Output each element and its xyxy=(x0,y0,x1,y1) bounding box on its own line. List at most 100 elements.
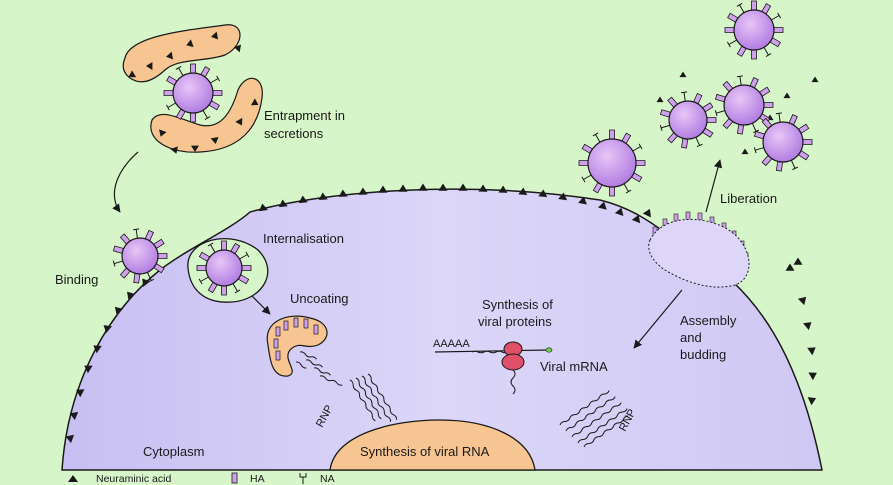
label-synthesis-proteins-1: Synthesis of xyxy=(482,297,553,312)
ribosome-large-icon xyxy=(501,353,525,371)
label-internalisation: Internalisation xyxy=(263,231,344,246)
label-viral-mrna: Viral mRNA xyxy=(540,359,608,374)
label-liberation: Liberation xyxy=(720,191,777,206)
neuraminic-acid-icon xyxy=(597,201,607,210)
legend-neuraminic-acid: Neuraminic acid xyxy=(96,473,171,485)
legend-ha: HA xyxy=(250,473,265,485)
neuraminic-acid-icon xyxy=(518,187,528,196)
rnp-strand xyxy=(355,377,382,420)
neuraminic-acid-icon xyxy=(68,475,78,482)
label-aaaaa: AAAAA xyxy=(433,338,470,350)
neuraminic-acid-icon xyxy=(642,208,651,218)
neuraminic-acid-icon xyxy=(278,199,288,208)
rnp-strand xyxy=(577,408,628,444)
rnp-strand xyxy=(313,367,331,376)
virions xyxy=(112,0,813,296)
na-spike-icon xyxy=(299,473,307,484)
neuraminic-acid-icon xyxy=(258,203,268,212)
mrna-cap-icon xyxy=(545,347,553,353)
rnp-strand xyxy=(299,351,317,360)
arrow-entrapment-to-binding xyxy=(112,151,139,213)
mucus-neuraminic-acid xyxy=(128,31,259,154)
virion-binding xyxy=(112,228,168,284)
mucus-blob-bottom xyxy=(150,77,263,153)
label-entrapment-2: secretions xyxy=(264,126,324,141)
neuraminic-acid-icon xyxy=(797,296,807,306)
neuraminic-acid-icon xyxy=(84,365,93,374)
neuraminic-acid-icon xyxy=(478,184,488,192)
virion-free-left xyxy=(578,129,646,197)
neuraminic-acid-icon xyxy=(318,192,328,201)
label-binding: Binding xyxy=(55,272,98,287)
label-assembly-3: budding xyxy=(680,347,726,362)
arrow-internalisation-to-uncoating xyxy=(251,295,271,315)
neuraminic-acid-icon xyxy=(741,148,749,155)
rnp-strand xyxy=(349,379,376,422)
neuraminic-acid-icon xyxy=(166,51,174,60)
neuraminic-acid-icon xyxy=(807,347,816,356)
rnp-strand xyxy=(471,350,509,354)
neuraminic-acid-icon xyxy=(807,397,817,406)
viral-mrna-strand xyxy=(434,349,549,353)
neuraminic-acid-icon xyxy=(114,306,124,316)
arrow-liberation xyxy=(705,159,723,213)
rnp-strand xyxy=(583,415,629,448)
neuraminic-acid-icon xyxy=(811,76,819,83)
rnp-strand xyxy=(559,390,610,426)
neuraminic-acid-icon xyxy=(146,62,153,70)
rnp-strand xyxy=(295,361,307,369)
neuraminic-acid-icon xyxy=(398,184,408,192)
neuraminic-acid-icon xyxy=(126,291,136,301)
neuraminic-acid-icon xyxy=(65,434,75,444)
neuraminic-acid-icon xyxy=(558,192,568,201)
neuraminic-acid-icon xyxy=(614,207,624,216)
neuraminic-acid-icon xyxy=(128,70,137,78)
label-uncoating: Uncoating xyxy=(290,291,349,306)
neuraminic-acid-icon xyxy=(250,98,259,106)
neuraminic-acid-icon xyxy=(631,214,641,224)
neuraminic-acid-icon xyxy=(783,92,791,99)
virion-internalised xyxy=(196,240,252,296)
neuraminic-acid-icon xyxy=(538,189,548,198)
neuraminic-acid-icon xyxy=(378,185,388,193)
neuraminic-acid-icon xyxy=(235,117,243,126)
neuraminic-acid-icon xyxy=(808,372,817,381)
neuraminic-acid-icon xyxy=(93,345,102,354)
neuraminic-acid-icon xyxy=(679,71,687,78)
neuraminic-acid-icon xyxy=(234,44,242,53)
neuraminic-acid-icon xyxy=(211,31,219,40)
arrow-to-assembly xyxy=(633,289,683,349)
neuraminic-acid-icon xyxy=(803,322,812,331)
neuraminic-acid-icon xyxy=(142,278,151,287)
rnp-strand xyxy=(305,359,323,368)
uncoating-endosome xyxy=(266,315,328,377)
rnp-strand xyxy=(367,373,398,420)
neuraminic-acid-icon xyxy=(578,196,587,205)
label-synthesis-proteins-2: viral proteins xyxy=(478,314,552,329)
nascent-protein xyxy=(510,369,516,395)
nucleus xyxy=(329,419,536,471)
label-entrapment-1: Entrapment in xyxy=(264,108,345,123)
virion-free-top xyxy=(724,0,784,60)
neuraminic-acid-icon xyxy=(358,187,368,195)
rnp-strand xyxy=(571,402,622,438)
neuraminic-acid-icon xyxy=(103,325,112,334)
neuraminic-acid-icon xyxy=(458,183,468,191)
rnp-strand xyxy=(319,375,343,386)
neuraminic-acid-icon xyxy=(159,129,167,137)
neuraminic-acid-icon xyxy=(76,389,85,398)
neuraminic-acid-icon xyxy=(191,145,199,152)
neuraminic-acid-icon xyxy=(498,185,508,193)
virion-free xyxy=(714,75,774,135)
neuraminic-acid-icon xyxy=(438,183,448,191)
label-cytoplasm: Cytoplasm xyxy=(143,444,204,459)
neuraminic-acid-icon xyxy=(338,189,348,197)
membrane-neuraminic-acid xyxy=(65,71,819,444)
neuraminic-acid-icon xyxy=(210,136,219,144)
neuraminic-acid-icon xyxy=(170,146,178,154)
label-assembly-1: Assembly xyxy=(680,313,737,328)
label-synthesis-rna: Synthesis of viral RNA xyxy=(360,444,490,459)
neuraminic-acid-icon xyxy=(785,263,795,271)
